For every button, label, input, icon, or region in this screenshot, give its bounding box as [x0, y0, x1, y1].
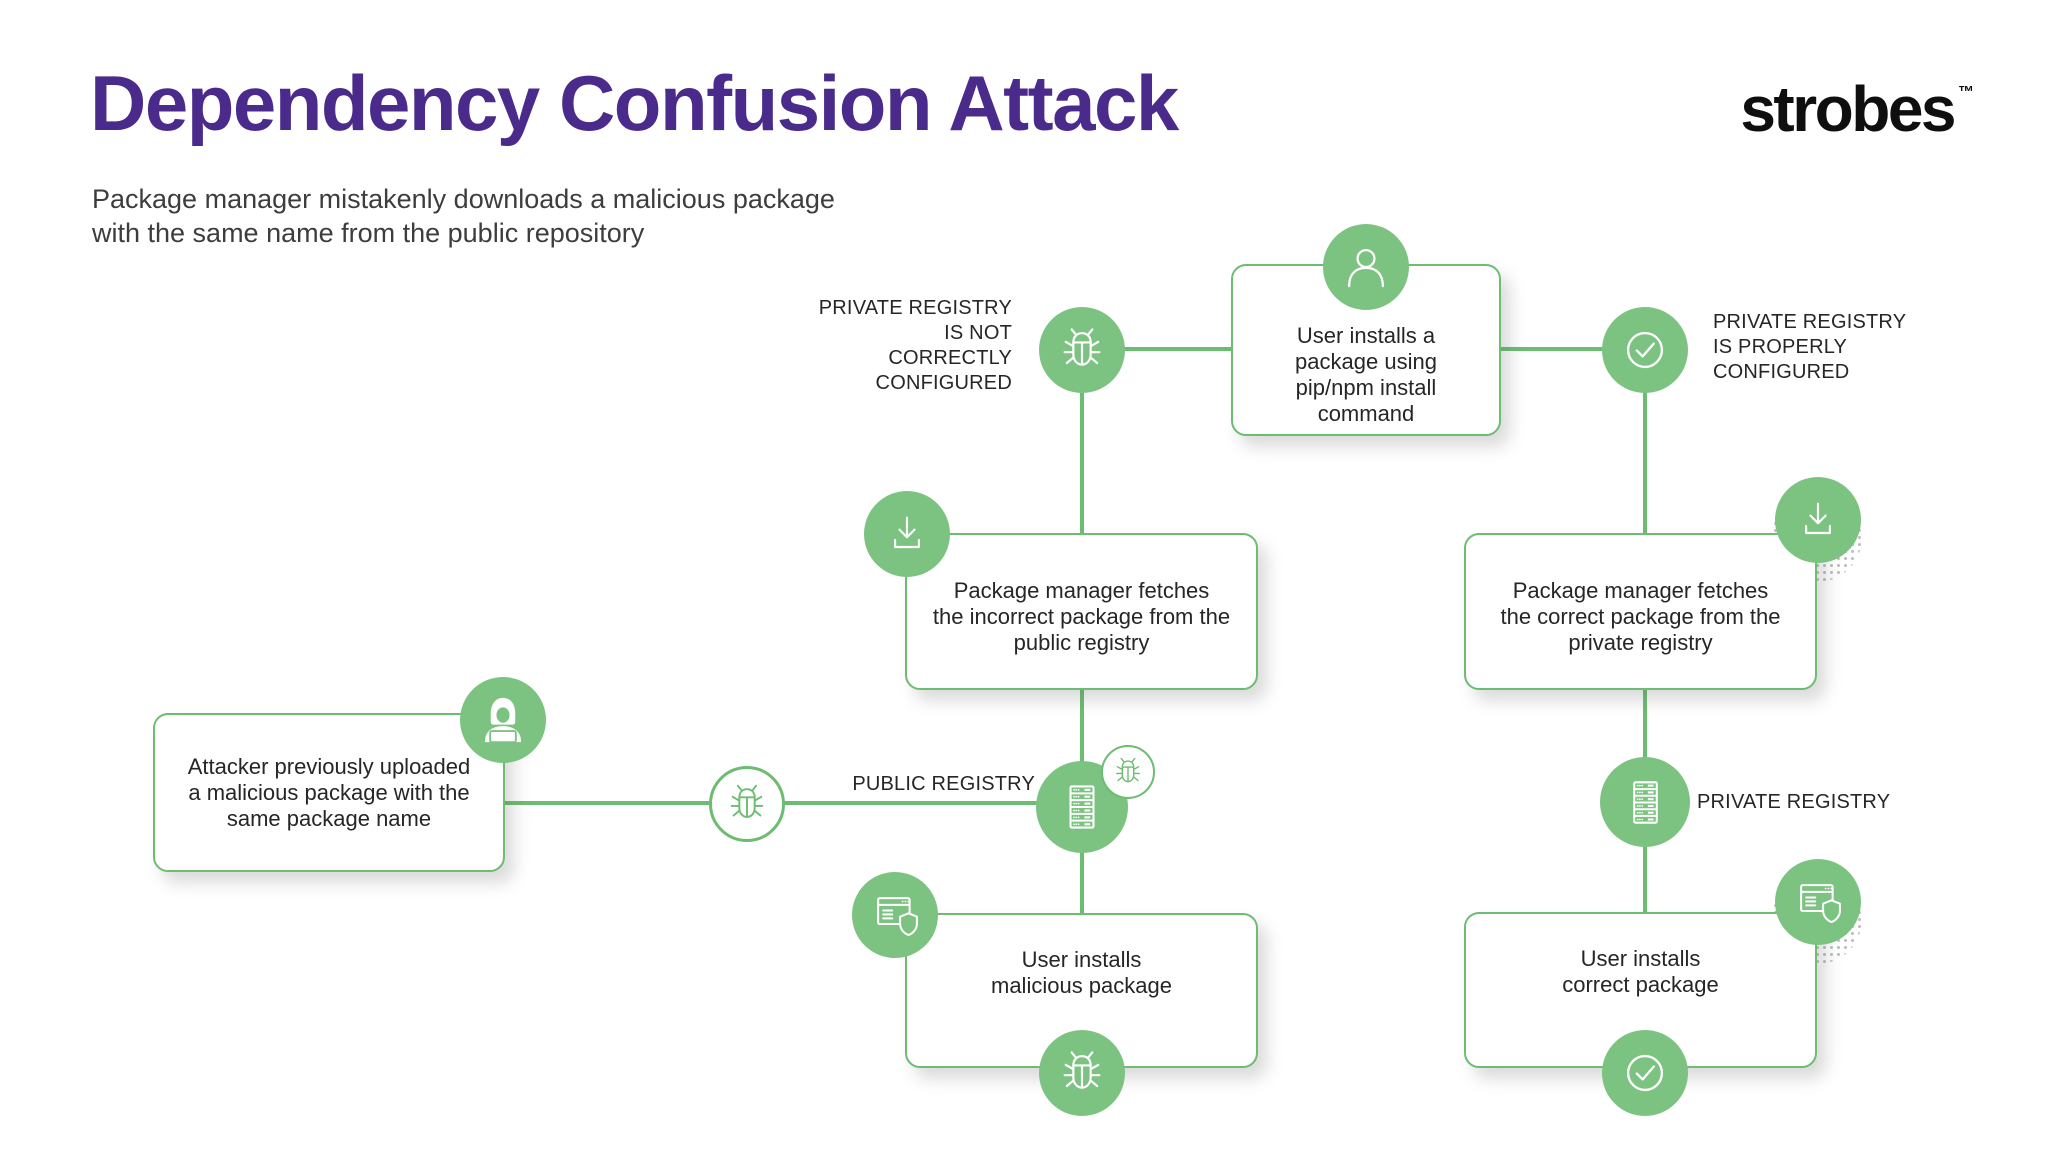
browser-shield-icon	[1775, 859, 1861, 945]
check-icon	[1602, 1030, 1688, 1116]
page-subtitle: Package manager mistakenly downloads a m…	[92, 184, 835, 248]
user-icon	[1323, 224, 1409, 310]
browser-shield-icon	[852, 872, 938, 958]
page-title: Dependency Confusion Attack	[90, 59, 1179, 147]
trademark-symbol: ™	[1958, 84, 1974, 101]
label-public-registry: PUBLIC REGISTRY	[852, 773, 1035, 795]
check-icon	[1602, 307, 1688, 393]
bug-icon	[1101, 745, 1155, 799]
logo-text: strobes	[1740, 73, 1956, 145]
bug-icon	[1039, 1030, 1125, 1116]
bug-icon	[709, 766, 785, 842]
download-icon	[1775, 477, 1861, 563]
hacker-icon	[460, 677, 546, 763]
download-icon	[864, 491, 950, 577]
label-private-registry: PRIVATE REGISTRY	[1697, 791, 1891, 813]
bug-icon	[1039, 307, 1125, 393]
server-icon	[1600, 757, 1690, 847]
